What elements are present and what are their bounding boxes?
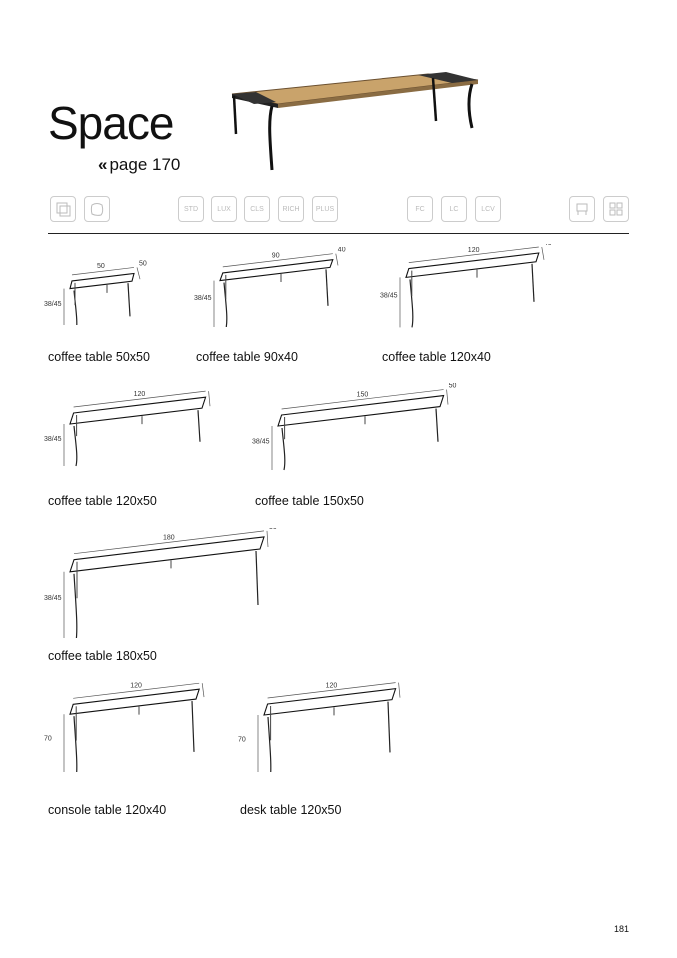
table-leg bbox=[409, 279, 414, 328]
length-dimension-label: 90 bbox=[272, 252, 280, 259]
code-lc-badge: LC bbox=[441, 196, 467, 222]
caption-coffee-table-120x50: coffee table 120x50 bbox=[48, 494, 157, 508]
length-dimension-label: 50 bbox=[97, 263, 105, 270]
height-dimension-label: 38/45 bbox=[252, 439, 270, 446]
leather-finish-icon bbox=[84, 196, 110, 222]
code-fc-badge: FC bbox=[407, 196, 433, 222]
table-top-outline bbox=[263, 687, 397, 716]
tier-rich-badge: RICH bbox=[278, 196, 304, 222]
depth-dimension-line bbox=[398, 682, 401, 698]
header-divider bbox=[48, 233, 629, 234]
length-dimension-line bbox=[267, 682, 396, 699]
length-dimension-line bbox=[73, 530, 265, 555]
table-leg bbox=[73, 573, 78, 642]
length-dimension-line bbox=[408, 246, 539, 263]
length-dimension-label: 150 bbox=[357, 391, 369, 398]
table-leg bbox=[387, 701, 391, 753]
tier-cls-badge: CLS bbox=[244, 196, 270, 222]
table-drawing-8: 120 50 70 bbox=[236, 676, 408, 782]
page-reference-label: page 170 bbox=[109, 155, 181, 174]
wood-finish-icon bbox=[50, 196, 76, 222]
back-chevron-icon: « bbox=[98, 155, 108, 174]
tier-lux-badge: LUX bbox=[211, 196, 237, 222]
depth-dimension-label: 50 bbox=[269, 528, 277, 531]
table-top-outline bbox=[69, 272, 135, 290]
caption-coffee-table-180x50: coffee table 180x50 bbox=[48, 649, 157, 663]
table-drawing-3: 120 40 38/45 bbox=[378, 240, 553, 339]
table-drawing-7: 120 40 70 bbox=[42, 676, 212, 781]
depth-dimension-line bbox=[446, 389, 449, 405]
length-dimension-label: 120 bbox=[134, 391, 146, 398]
code-lcv-badge: LCV bbox=[475, 196, 501, 222]
caption-coffee-table-90x40: coffee table 90x40 bbox=[196, 350, 298, 364]
table-drawing-5: 150 50 38/45 bbox=[250, 383, 460, 478]
depth-dimension-line bbox=[266, 530, 269, 548]
caption-coffee-table-50x50: coffee table 50x50 bbox=[48, 350, 150, 364]
depth-dimension-label: 50 bbox=[211, 390, 219, 391]
table-top-outline bbox=[69, 536, 265, 573]
depth-dimension-label: 40 bbox=[544, 244, 552, 247]
depth-dimension-line bbox=[201, 683, 205, 698]
chair-shape-icon bbox=[569, 196, 595, 222]
length-dimension-label: 180 bbox=[163, 534, 175, 541]
tier-plus-badge: PLUS bbox=[312, 196, 338, 222]
table-drawing-6: 180 50 38/45 bbox=[42, 524, 282, 643]
table-top-outline bbox=[405, 252, 540, 279]
table-top-outline bbox=[219, 259, 334, 282]
height-dimension-label: 38/45 bbox=[44, 436, 62, 443]
depth-dimension-label: 50 bbox=[449, 383, 457, 390]
length-dimension-line bbox=[222, 253, 333, 268]
table-drawing-1: 50 50 38/45 bbox=[42, 255, 152, 333]
length-dimension-line bbox=[281, 389, 444, 410]
height-dimension-label: 38/45 bbox=[44, 301, 62, 308]
tier-std-badge: STD bbox=[178, 196, 204, 222]
height-dimension-label: 70 bbox=[44, 736, 52, 743]
table-leg bbox=[255, 550, 259, 606]
page-number: 181 bbox=[614, 924, 630, 934]
depth-dimension-line bbox=[136, 267, 141, 280]
table-top-outline bbox=[69, 688, 200, 715]
table-leg bbox=[325, 269, 329, 306]
height-dimension-label: 70 bbox=[238, 736, 246, 743]
length-dimension-line bbox=[71, 267, 135, 276]
table-leg bbox=[435, 408, 439, 442]
depth-dimension-line bbox=[335, 253, 339, 266]
depth-dimension-label: 50 bbox=[401, 682, 406, 683]
length-dimension-label: 120 bbox=[468, 247, 480, 254]
depth-dimension-line bbox=[541, 246, 545, 260]
page-reference[interactable]: «page 170 bbox=[98, 155, 180, 175]
table-leg bbox=[191, 701, 195, 752]
height-dimension-label: 38/45 bbox=[380, 292, 398, 299]
height-dimension-label: 38/45 bbox=[194, 295, 212, 302]
caption-coffee-table-150x50: coffee table 150x50 bbox=[255, 494, 364, 508]
table-top-outline bbox=[277, 394, 445, 427]
table-leg bbox=[281, 427, 286, 471]
length-dimension-label: 120 bbox=[326, 682, 338, 689]
caption-coffee-table-120x40: coffee table 120x40 bbox=[382, 350, 491, 364]
table-leg bbox=[197, 410, 201, 442]
length-dimension-label: 120 bbox=[130, 683, 142, 690]
caption-desk-table-120x50: desk table 120x50 bbox=[240, 803, 342, 817]
page-title: Space bbox=[48, 97, 174, 149]
depth-dimension-line bbox=[208, 391, 211, 407]
table-leg bbox=[127, 283, 131, 317]
table-top-outline bbox=[69, 396, 207, 425]
table-drawing-2: 90 40 38/45 bbox=[192, 247, 357, 332]
table-leg bbox=[73, 425, 78, 467]
modular-shape-icon bbox=[603, 196, 629, 222]
finish-icons-row: STD LUX CLS RICH PLUS FC LC LCV bbox=[0, 196, 677, 224]
product-hero-image bbox=[231, 72, 479, 171]
length-dimension-line bbox=[73, 390, 206, 408]
length-dimension-line bbox=[73, 682, 200, 699]
depth-dimension-label: 40 bbox=[338, 247, 346, 254]
table-leg bbox=[223, 282, 228, 329]
caption-console-table-120x40: console table 120x40 bbox=[48, 803, 167, 817]
table-drawing-4: 120 50 38/45 bbox=[42, 384, 222, 475]
table-leg bbox=[531, 263, 535, 302]
depth-dimension-label: 50 bbox=[139, 260, 147, 267]
height-dimension-label: 38/45 bbox=[44, 595, 62, 602]
depth-dimension-label: 40 bbox=[204, 682, 212, 683]
